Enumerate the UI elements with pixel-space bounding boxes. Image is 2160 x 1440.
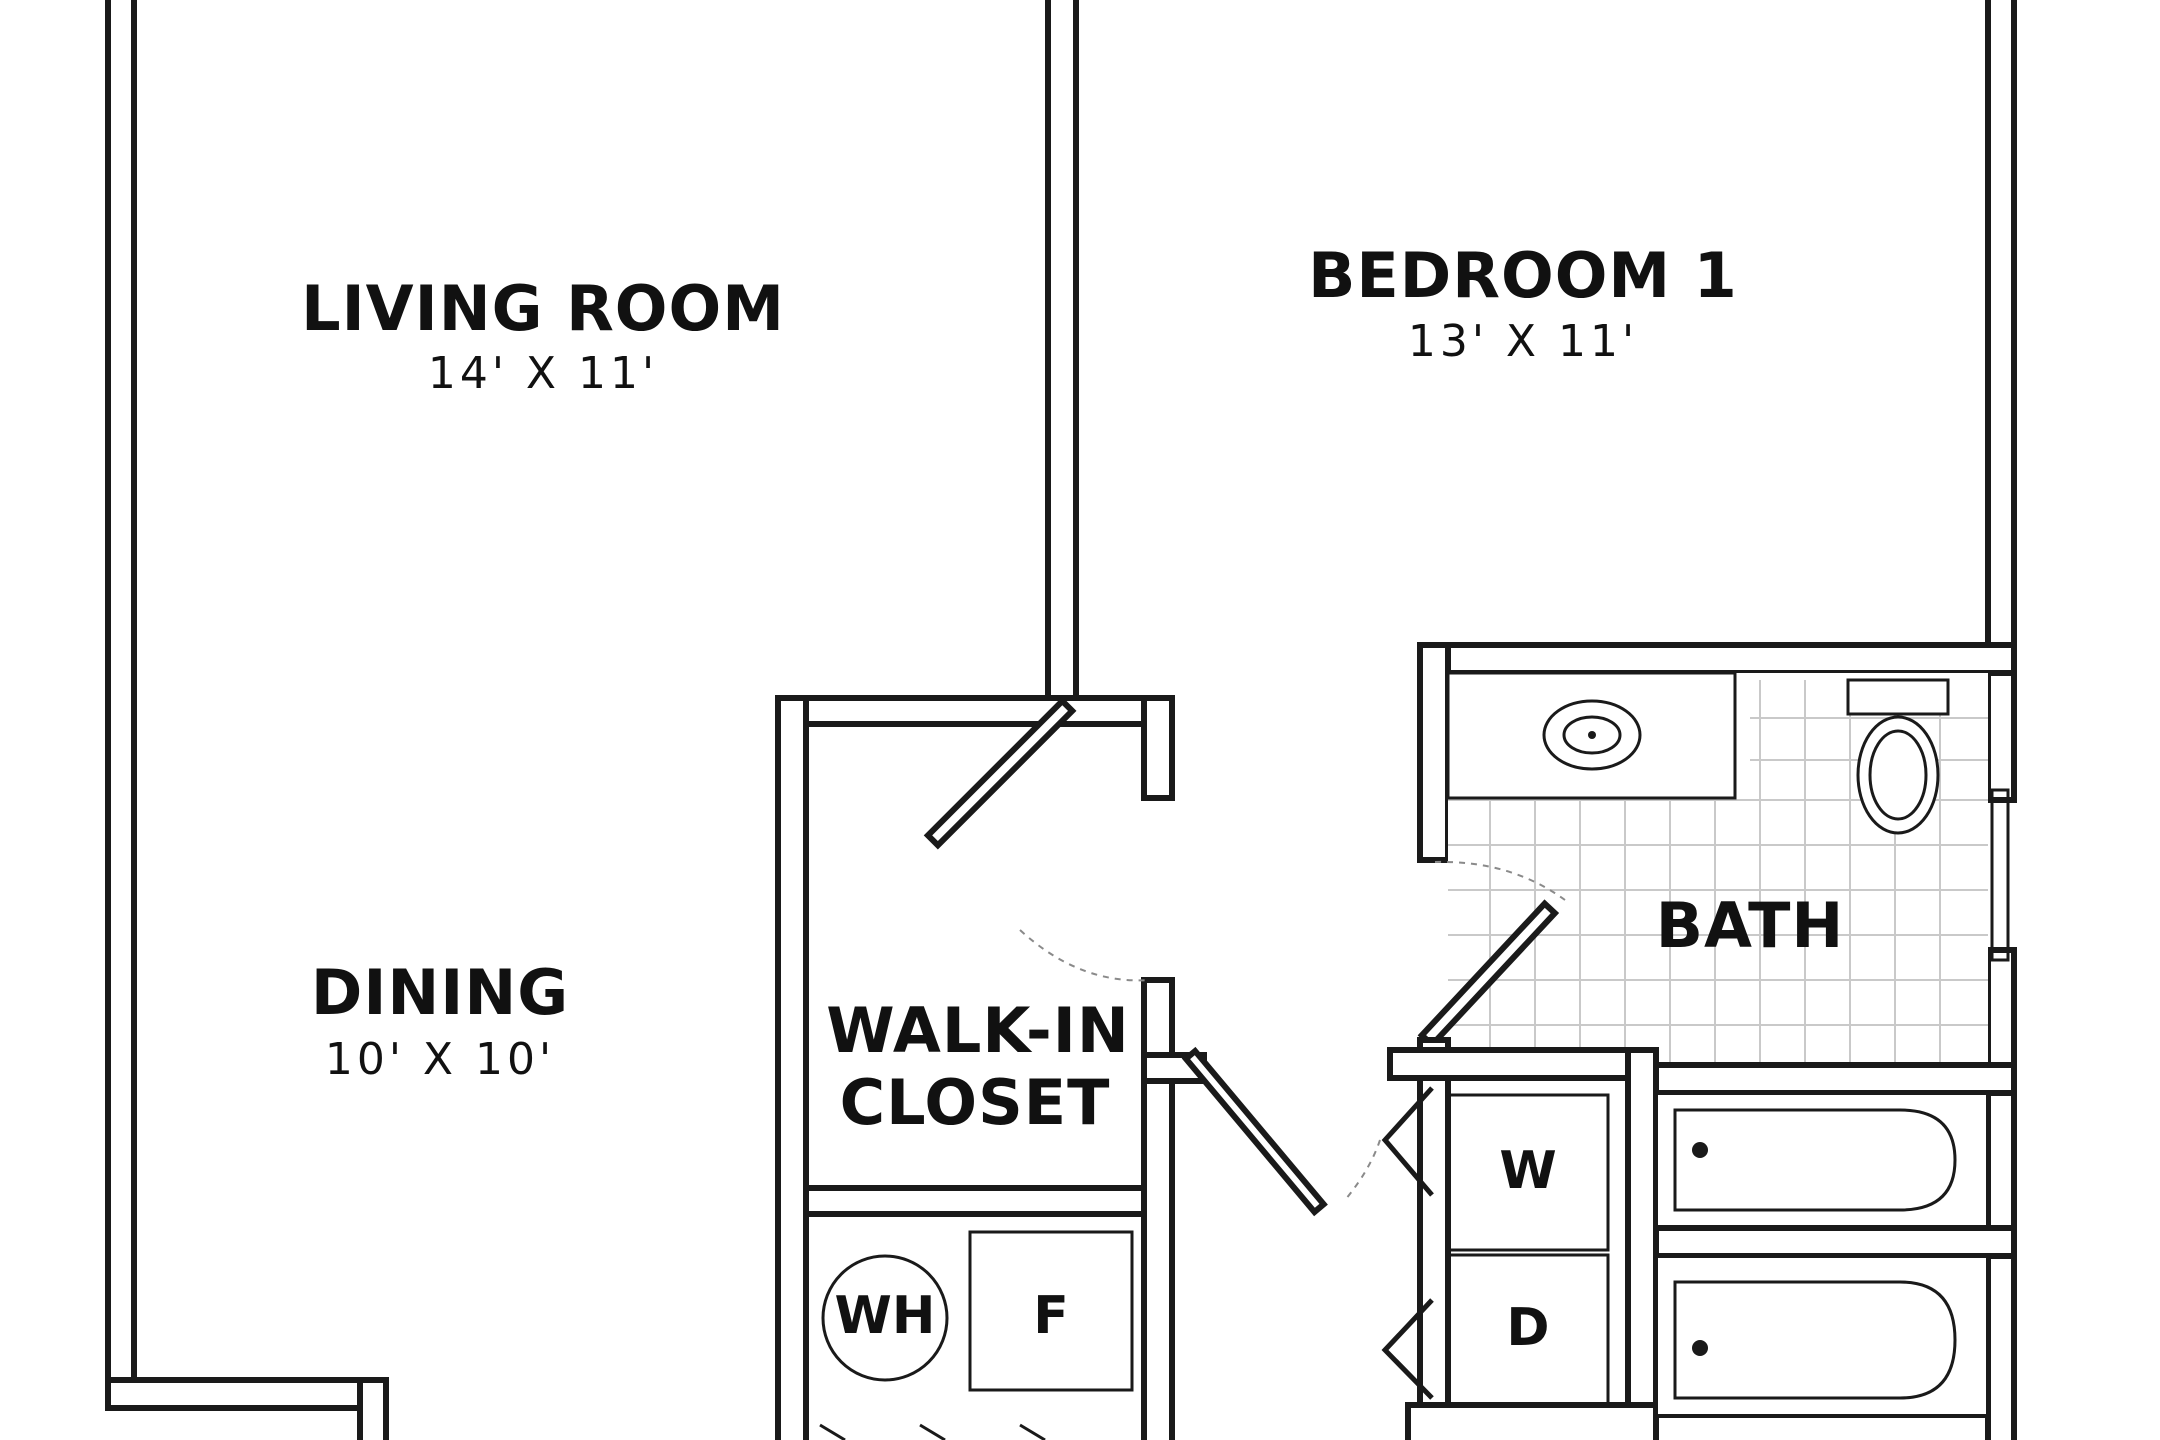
laundry-closet bbox=[1181, 1046, 1659, 1440]
living-room-label: LIVING ROOM bbox=[301, 272, 785, 345]
dryer-symbol bbox=[1446, 1253, 1610, 1407]
water-heater-label: WH bbox=[834, 1286, 936, 1346]
dining-label: DINING bbox=[310, 956, 570, 1029]
dining-dimensions: 10' X 10' bbox=[324, 1034, 556, 1085]
washer-label: W bbox=[1499, 1141, 1557, 1201]
walk-in-closet-label-line2: CLOSET bbox=[839, 1066, 1111, 1139]
dryer-label: D bbox=[1506, 1298, 1550, 1358]
walk-in-closet-label-line1: WALK-IN bbox=[826, 994, 1130, 1067]
sink-icon bbox=[1542, 699, 1642, 771]
furnace-symbol bbox=[968, 1230, 1134, 1392]
living-room-dimensions: 14' X 11' bbox=[427, 348, 659, 399]
bath-label: BATH bbox=[1655, 889, 1845, 962]
bathroom bbox=[1417, 642, 2010, 1073]
water-heater-symbol bbox=[821, 1254, 949, 1382]
bedroom-walls bbox=[1417, 0, 2017, 1440]
washer-symbol bbox=[1446, 1093, 1610, 1252]
furnace-label: F bbox=[1033, 1286, 1069, 1346]
closet-door bbox=[923, 696, 1151, 982]
floor-tiles bbox=[1448, 680, 1988, 1065]
mechanical-room bbox=[804, 1212, 1146, 1440]
bath-tubs bbox=[1653, 1062, 2017, 1418]
living-dining-walls bbox=[105, 0, 1079, 1440]
toilet-icon bbox=[1846, 678, 1950, 835]
bedroom-dimensions: 13' X 11' bbox=[1407, 316, 1639, 367]
bedroom-label: BEDROOM 1 bbox=[1308, 239, 1738, 312]
closet-walls bbox=[775, 695, 1207, 1440]
